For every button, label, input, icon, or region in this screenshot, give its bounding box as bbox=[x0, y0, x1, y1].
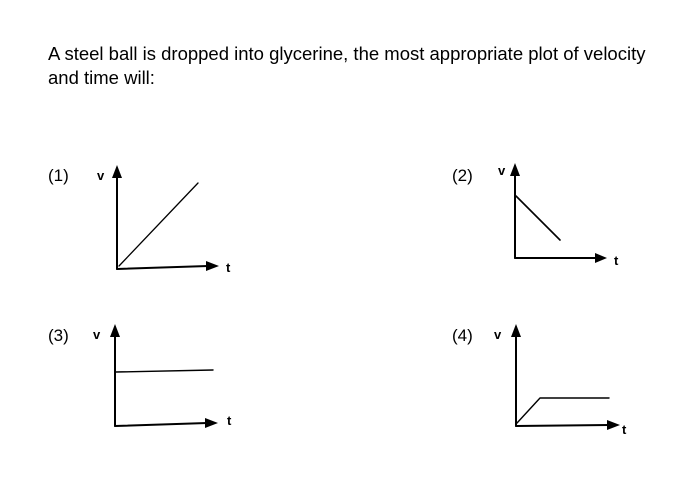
graph-1-t-axis bbox=[116, 265, 209, 270]
option-4-t-axis-label: t bbox=[622, 422, 627, 437]
graph-3 bbox=[110, 324, 218, 428]
option-3-v-axis-label: v bbox=[93, 327, 101, 342]
option-4-v-axis-label: v bbox=[494, 327, 502, 342]
graph-4-v-arrow-icon bbox=[511, 324, 521, 337]
graph-4-t-arrow-icon bbox=[607, 420, 620, 430]
option-2-v-axis-label: v bbox=[498, 163, 506, 178]
option-2-label: (2) bbox=[452, 166, 473, 185]
graph-4 bbox=[511, 324, 620, 430]
graph-3-v-arrow-icon bbox=[110, 324, 120, 337]
graph-4-curve bbox=[516, 397, 610, 424]
graph-4-t-axis bbox=[515, 424, 610, 427]
option-2-t-axis-label: t bbox=[614, 253, 619, 268]
option-3-t-axis-label: t bbox=[227, 413, 232, 428]
graph-1-v-arrow-icon bbox=[112, 165, 122, 178]
graph-2-curve bbox=[515, 195, 561, 241]
graph-2-v-arrow-icon bbox=[510, 163, 520, 176]
option-3-label: (3) bbox=[48, 326, 69, 345]
option-1-v-axis-label: v bbox=[97, 168, 105, 183]
graph-3-t-axis bbox=[114, 422, 208, 427]
graph-3-t-arrow-icon bbox=[205, 418, 218, 428]
graph-1-t-arrow-icon bbox=[206, 261, 219, 271]
graph-1-curve bbox=[118, 182, 199, 267]
graph-2 bbox=[510, 163, 607, 263]
graph-2-t-arrow-icon bbox=[595, 253, 607, 263]
graph-3-curve bbox=[115, 369, 214, 373]
graph-1 bbox=[112, 165, 219, 271]
option-1-t-axis-label: t bbox=[226, 260, 231, 275]
option-4-label: (4) bbox=[452, 326, 473, 345]
option-1-label: (1) bbox=[48, 166, 69, 185]
question-text: A steel ball is dropped into glycerine, … bbox=[48, 43, 646, 88]
